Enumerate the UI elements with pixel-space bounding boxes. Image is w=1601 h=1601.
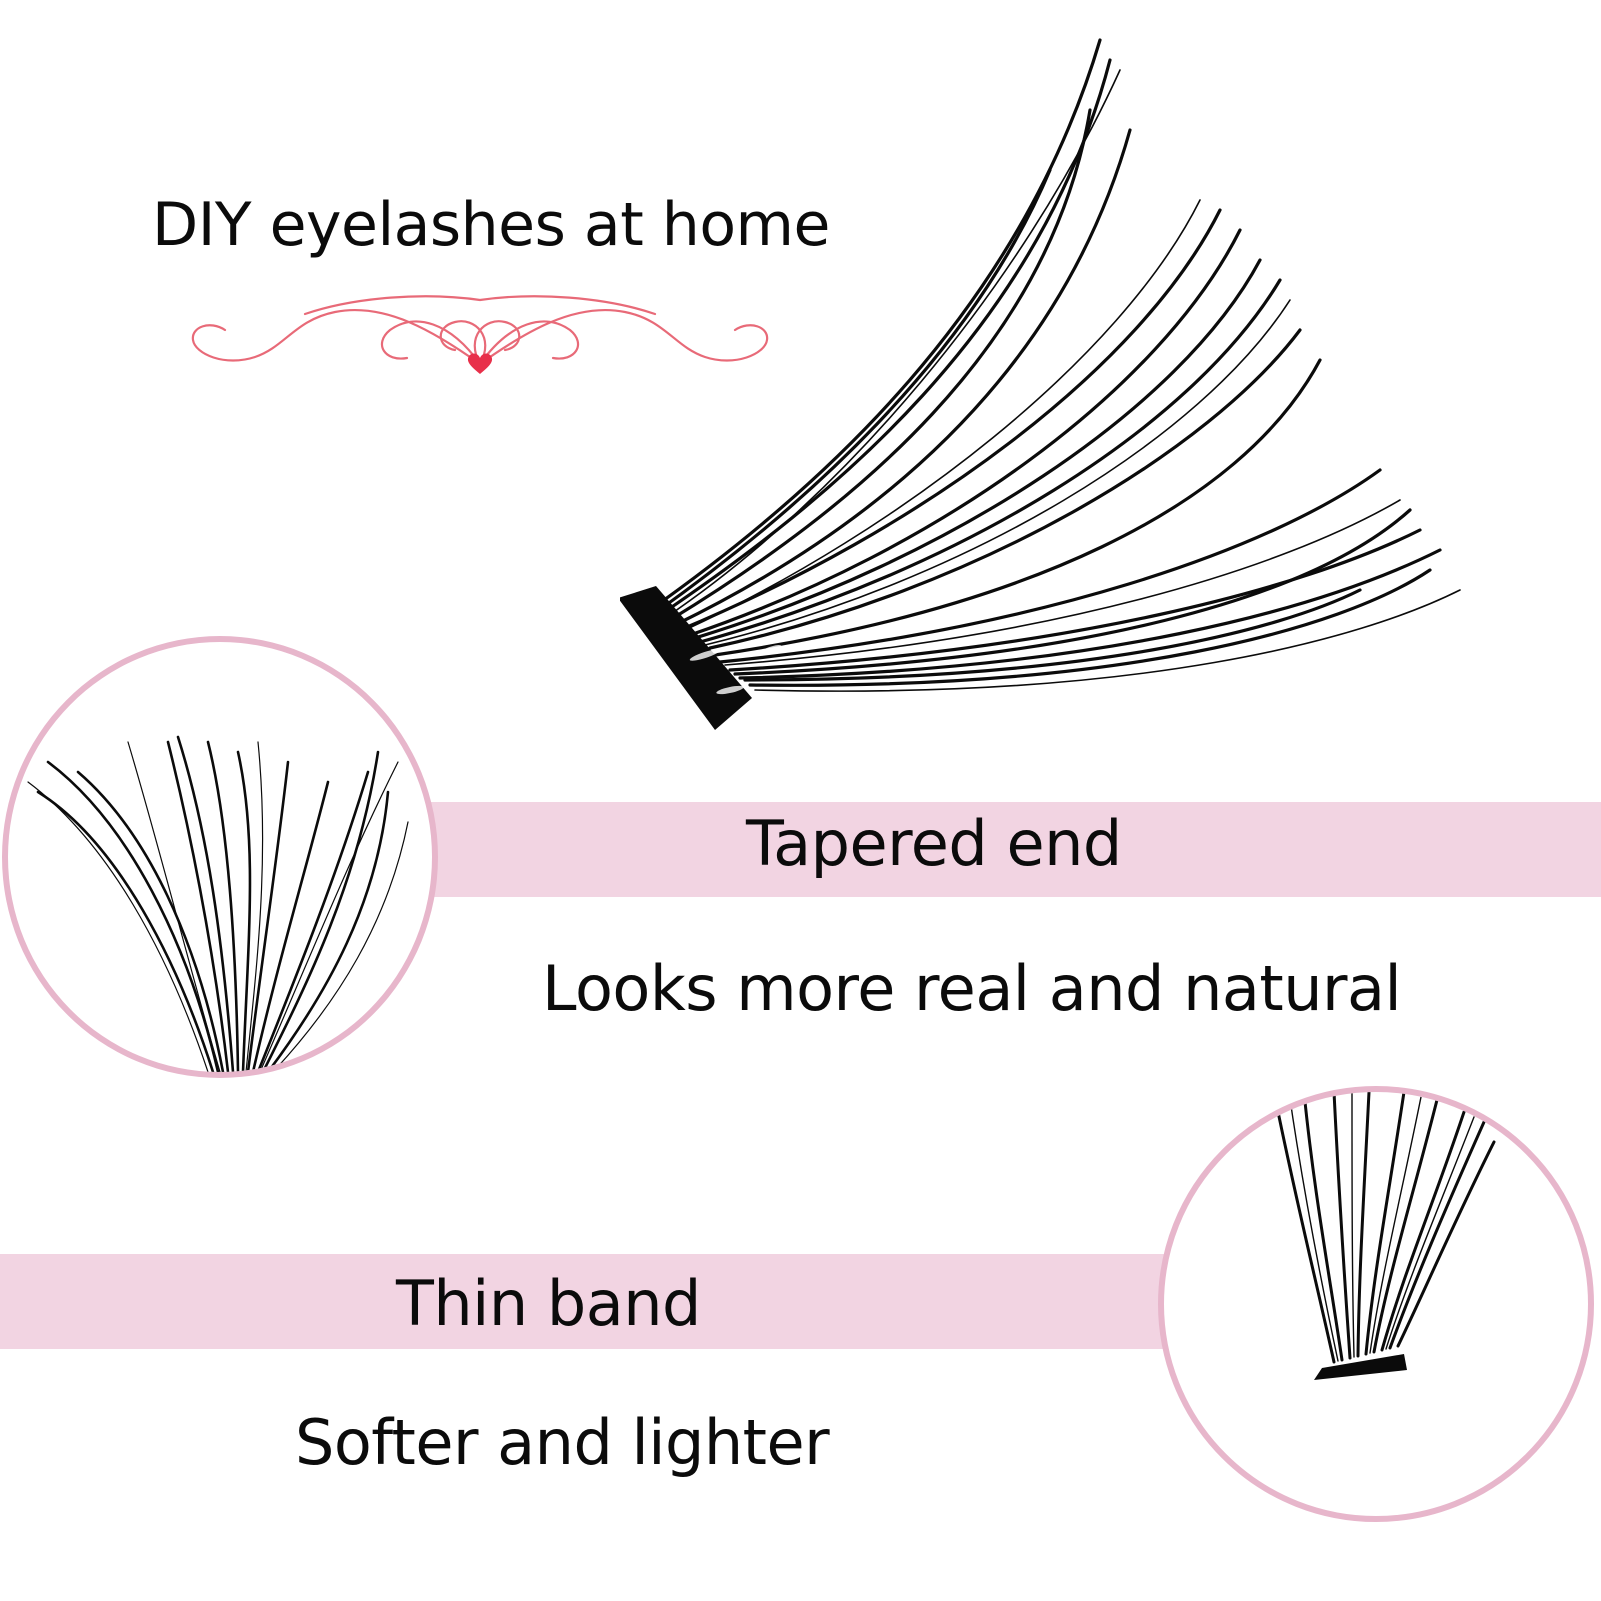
feature-band-tapered — [420, 802, 1601, 897]
eyelash-cluster-icon — [620, 38, 1461, 730]
zoom-circle-thin-band — [1158, 1086, 1594, 1522]
ornament-flourish-icon — [191, 295, 769, 374]
heart-icon — [467, 353, 493, 374]
feature-caption-softer: Softer and lighter — [295, 1406, 830, 1479]
headline: DIY eyelashes at home — [152, 190, 830, 260]
feature-label-thin-band: Thin band — [396, 1267, 701, 1340]
feature-caption-natural: Looks more real and natural — [542, 952, 1402, 1025]
feature-band-thin — [0, 1254, 1175, 1349]
feature-label-tapered-end: Tapered end — [746, 807, 1122, 880]
zoom-circle-tapered-end — [2, 636, 438, 1078]
eyelash-tips-icon — [27, 735, 409, 1072]
eyelash-band-icon — [1272, 1092, 1496, 1380]
